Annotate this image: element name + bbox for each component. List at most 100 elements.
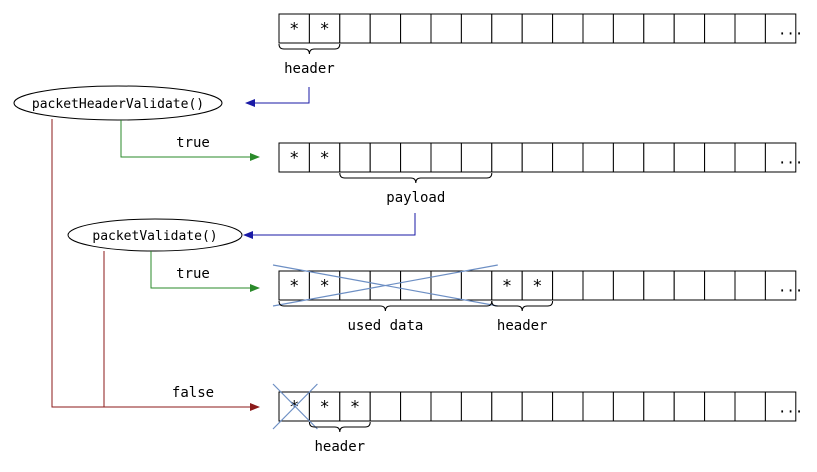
packet-header-validate-ellipse bbox=[13, 85, 223, 121]
buffer-cell bbox=[460, 13, 493, 44]
buffer-cell bbox=[643, 391, 675, 422]
byte-marker: * bbox=[350, 398, 360, 418]
buffer-cell bbox=[369, 391, 402, 422]
byte-marker: * bbox=[502, 277, 512, 297]
buffer-cell bbox=[521, 142, 554, 173]
buffer-continues-ellipsis: ... bbox=[778, 401, 803, 417]
discarded-cross-line bbox=[272, 383, 318, 430]
buffer-cell bbox=[460, 142, 493, 173]
buffer-cell bbox=[582, 13, 614, 44]
buffer-cell bbox=[764, 270, 797, 301]
buffer-cell bbox=[704, 13, 736, 44]
region-brace bbox=[308, 421, 371, 433]
buffer-cell bbox=[552, 391, 584, 422]
region-brace bbox=[278, 43, 341, 55]
buffer-cell bbox=[734, 142, 766, 173]
buffer-row-2: **...payload bbox=[278, 142, 803, 206]
buffer-continues-ellipsis: ... bbox=[778, 152, 803, 168]
buffer-cell bbox=[308, 13, 341, 44]
header-valid-false-arrow bbox=[51, 119, 260, 411]
buffer-cell bbox=[400, 13, 432, 44]
byte-marker: * bbox=[532, 277, 542, 297]
buffer-cell bbox=[339, 391, 371, 422]
buffer-cell bbox=[430, 13, 462, 44]
packet-valid-true-label: true bbox=[176, 266, 210, 282]
buffer-cell bbox=[400, 391, 432, 422]
buffer-cell bbox=[612, 142, 645, 173]
buffer-cell bbox=[704, 270, 736, 301]
buffer-cell bbox=[734, 391, 766, 422]
buffer-cell bbox=[491, 391, 523, 422]
buffer-cell bbox=[552, 270, 584, 301]
buffer-cell bbox=[582, 270, 614, 301]
region-brace bbox=[278, 300, 493, 312]
buffer-row-1: * *... header bbox=[278, 13, 803, 77]
buffer-cell bbox=[643, 270, 675, 301]
byte-marker: * bbox=[319, 398, 329, 418]
buffer-cell bbox=[643, 13, 675, 44]
buffer-continues-ellipsis: ... bbox=[778, 23, 803, 39]
buffer-cell bbox=[673, 13, 706, 44]
buffer-cell bbox=[521, 270, 554, 301]
buffer-cell bbox=[764, 13, 797, 44]
buffer-cell bbox=[430, 391, 462, 422]
region-label: used data bbox=[347, 318, 423, 334]
buffer-cell bbox=[460, 391, 493, 422]
buffer-cell bbox=[369, 142, 402, 173]
buffer-cell bbox=[612, 270, 645, 301]
buffer-cell bbox=[521, 13, 554, 44]
packet-header-validate-label: packetHeaderValidate() bbox=[32, 97, 204, 112]
byte-marker: * bbox=[289, 20, 299, 40]
buffer-cell bbox=[400, 142, 432, 173]
buffer-cell bbox=[734, 13, 766, 44]
region-label: header bbox=[497, 318, 548, 334]
buffer-cell bbox=[643, 142, 675, 173]
buffer-cell bbox=[673, 270, 706, 301]
buffer-cell bbox=[278, 142, 310, 173]
buffer-cell bbox=[308, 391, 341, 422]
packet-validate-ellipse bbox=[67, 218, 243, 252]
byte-marker: * bbox=[289, 277, 299, 297]
buffer-cell bbox=[764, 391, 797, 422]
buffer-cell bbox=[430, 270, 462, 301]
region-brace bbox=[339, 172, 493, 184]
packet-valid-true-arrow bbox=[150, 251, 260, 292]
buffer-cell bbox=[582, 391, 614, 422]
buffer-row-3: * * * *... used data header bbox=[272, 264, 803, 334]
consumed-cross-line bbox=[272, 264, 498, 307]
byte-marker: * bbox=[319, 277, 329, 297]
buffer-cell bbox=[430, 142, 462, 173]
buffer-cell bbox=[339, 142, 371, 173]
byte-marker: * bbox=[319, 20, 329, 40]
buffer-cell bbox=[552, 13, 584, 44]
buffer-cell bbox=[764, 142, 797, 173]
buffer-cell bbox=[278, 13, 310, 44]
buffer-cell bbox=[704, 391, 736, 422]
buffer-cell bbox=[673, 391, 706, 422]
buffer-cell bbox=[491, 13, 523, 44]
buffer-cell bbox=[582, 142, 614, 173]
buffer-cell bbox=[339, 270, 371, 301]
header-valid-true-arrow bbox=[120, 120, 260, 161]
buffer-cell bbox=[400, 270, 432, 301]
buffer-continues-ellipsis: ... bbox=[778, 280, 803, 296]
header-to-header-validate-arrow bbox=[245, 87, 310, 107]
buffer-cell bbox=[460, 270, 493, 301]
buffer-cell bbox=[491, 270, 523, 301]
buffer-cell bbox=[612, 13, 645, 44]
buffer-cell bbox=[339, 13, 371, 44]
buffer-row-4: ***...header bbox=[272, 383, 803, 455]
region-label: header bbox=[284, 61, 335, 77]
buffer-rows: * *... header * *... payload * * * *... used data h… bbox=[272, 13, 803, 455]
region-label: payload bbox=[386, 190, 445, 206]
buffer-cell bbox=[612, 391, 645, 422]
byte-marker: * bbox=[319, 149, 329, 169]
region-brace bbox=[491, 300, 554, 312]
false-branch-label: false bbox=[172, 385, 214, 401]
packet-header-validate-node: packetHeaderValidate() bbox=[13, 85, 223, 121]
buffer-cell bbox=[673, 142, 706, 173]
buffer-cell bbox=[704, 142, 736, 173]
buffer-cell bbox=[521, 391, 554, 422]
header-valid-true-label: true bbox=[176, 135, 210, 151]
